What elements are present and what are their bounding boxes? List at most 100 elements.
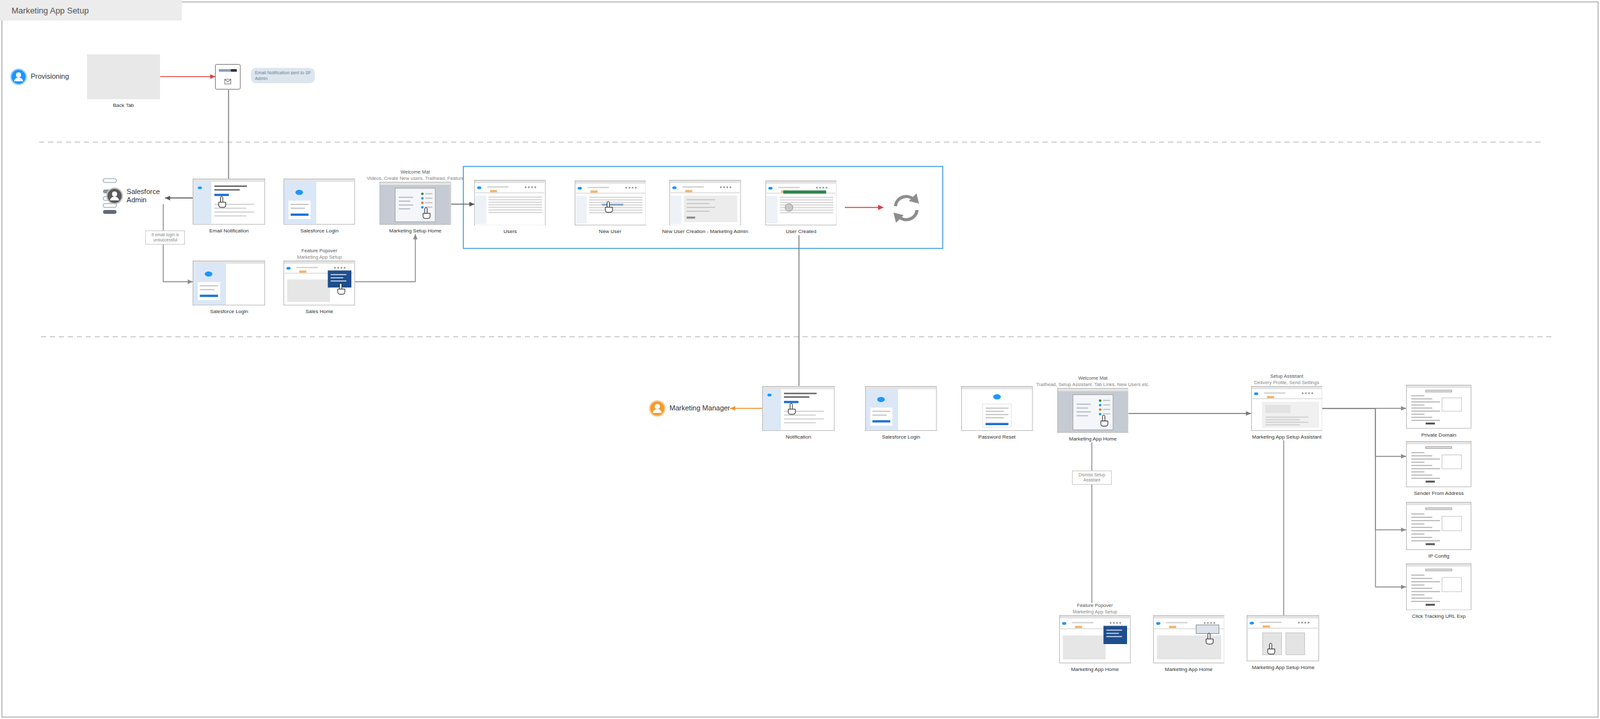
drawing-part — [1196, 624, 1220, 633]
drawing-part — [1106, 636, 1123, 638]
persona-icon — [106, 187, 123, 205]
drawing-part — [865, 389, 898, 431]
drawing-part — [1411, 398, 1433, 399]
drawing-part — [1411, 401, 1440, 402]
drawing-part — [670, 192, 740, 194]
drawing-part — [1411, 600, 1440, 602]
drawing-part — [1098, 399, 1102, 402]
screen-label: Users — [503, 227, 518, 235]
drawing-part — [766, 181, 837, 184]
drawing-part — [340, 266, 343, 269]
connector-line — [1091, 442, 1092, 603]
drawing-part — [1205, 632, 1213, 644]
drawing-part — [1266, 395, 1274, 399]
drawing-part — [1285, 632, 1305, 655]
drawing-part — [1264, 391, 1286, 393]
drawing-part — [1207, 622, 1209, 624]
drawing-part — [1411, 416, 1433, 418]
screen-mockup — [379, 181, 452, 225]
drawing-part — [475, 195, 487, 224]
drawing-part — [474, 179, 546, 226]
arrow-head — [1400, 405, 1407, 411]
drawing-part — [1203, 622, 1206, 624]
drawing-part — [778, 186, 800, 189]
drawing-part — [193, 179, 265, 225]
drawing-part — [590, 190, 598, 194]
drawing-part — [10, 68, 27, 86]
drawing-part — [1301, 391, 1304, 394]
drawing-part — [1155, 622, 1161, 625]
screen-mockup — [865, 385, 937, 431]
drawing-part — [1411, 577, 1433, 579]
screen-label: Sales Home — [305, 307, 334, 315]
drawing-part — [215, 64, 241, 90]
user-flow-group — [463, 166, 943, 249]
screen-node: Setup AssistantDelivery Profile, Send Se… — [1251, 373, 1323, 441]
drawing-part — [200, 284, 219, 287]
drawing-part — [1304, 391, 1307, 394]
arrow-head — [209, 74, 216, 79]
drawing-part — [103, 178, 117, 183]
drawing-part — [765, 180, 838, 226]
drawing-part — [1411, 474, 1433, 475]
screen-mockup — [192, 178, 265, 225]
drawing-part — [784, 392, 817, 394]
screen-heading: Welcome Mat — [400, 168, 431, 176]
connector-line — [1283, 440, 1284, 616]
drawing-part — [1112, 622, 1115, 624]
drawing-part — [1205, 638, 1213, 644]
drawing-part — [192, 260, 265, 306]
screen-mockup — [574, 180, 647, 226]
drawing-part — [1103, 625, 1128, 644]
drawing-part — [380, 182, 451, 185]
drawing-part — [588, 201, 643, 203]
drawing-part — [490, 189, 498, 192]
drawing-part — [1411, 467, 1440, 469]
drawing-part — [1411, 523, 1424, 525]
drawing-part — [993, 394, 1001, 400]
drawing-part — [284, 179, 355, 182]
screen-label: Marketing Setup Home — [389, 227, 442, 235]
drawing-part — [488, 203, 543, 205]
drawing-part — [1425, 568, 1453, 571]
drawing-part — [720, 186, 722, 189]
callout-note: Email Notification sent to SF Admin — [250, 67, 315, 84]
drawing-part — [488, 195, 543, 198]
drawing-part — [601, 204, 623, 207]
drawing-part — [215, 64, 241, 90]
arrow-head — [878, 204, 884, 210]
drawing-part — [785, 203, 793, 212]
drawing-part — [1308, 391, 1311, 394]
drawing-part — [669, 179, 742, 226]
drawing-part — [575, 181, 646, 184]
drawing-part — [1411, 395, 1424, 397]
drawing-part — [218, 69, 237, 72]
drawing-part — [225, 79, 232, 82]
drawing-part — [1425, 446, 1453, 448]
drawing-part — [684, 189, 692, 192]
drawing-part — [1076, 414, 1088, 416]
drawing-part — [1406, 385, 1472, 429]
screen-mockup — [669, 179, 742, 226]
drawing-part — [197, 186, 203, 189]
drawing-part — [1411, 455, 1433, 456]
persona-name: Marketing Manager — [669, 403, 731, 413]
drawing-part — [1106, 632, 1120, 635]
drawing-part — [200, 294, 219, 297]
drawing-part — [14, 77, 24, 82]
title-band: Marketing App Setup — [0, 0, 182, 21]
screen-label: Salesforce Login — [300, 227, 339, 235]
drawing-part — [762, 389, 781, 431]
drawing-part — [295, 190, 304, 196]
drawing-part — [296, 266, 318, 268]
drawing-part — [652, 408, 662, 413]
drawing-part — [287, 279, 331, 302]
drawing-part — [1411, 513, 1424, 514]
drawing-part — [218, 196, 226, 208]
drawing-part — [1411, 593, 1424, 595]
drawing-part — [1059, 615, 1131, 664]
screen-node: Salesforce Login — [865, 385, 937, 441]
drawing-part — [337, 282, 345, 294]
drawing-part — [779, 199, 834, 201]
drawing-part — [1252, 398, 1322, 400]
